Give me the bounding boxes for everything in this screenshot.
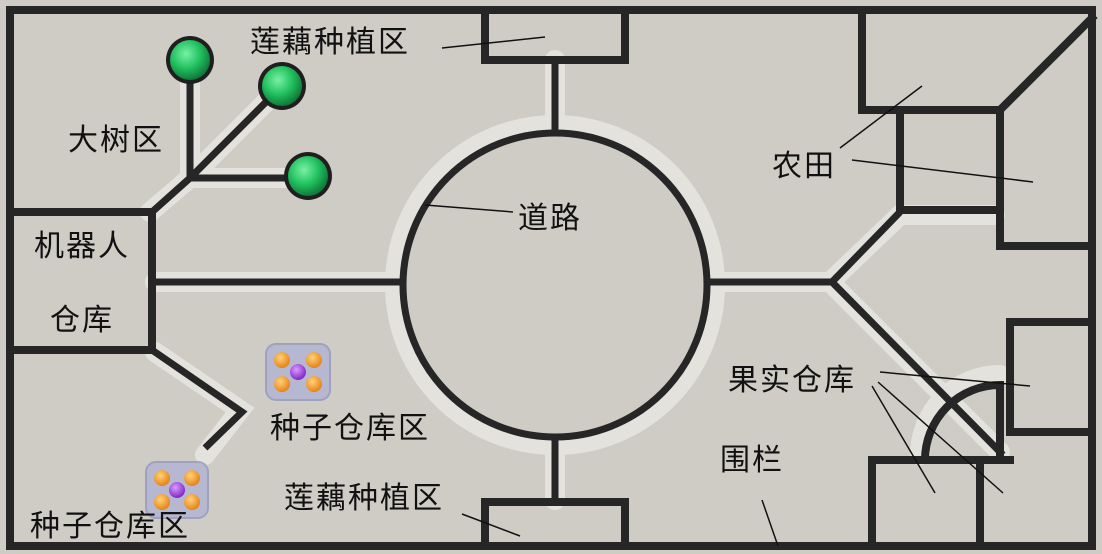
label-robot-line1: 机器人 (34, 229, 130, 264)
label-lotus-top: 莲藕种植区 (250, 25, 410, 60)
roads (149, 60, 1006, 502)
outer-fence (6, 6, 1096, 550)
trees (166, 36, 332, 200)
seed-crate-icon (145, 461, 209, 519)
label-fence: 围栏 (720, 443, 784, 478)
label-lotus-bottom: 莲藕种植区 (284, 481, 444, 516)
label-big-tree: 大树区 (68, 123, 164, 158)
seed-crate-icon (265, 343, 331, 401)
label-robot-line2: 仓库 (50, 303, 114, 338)
label-seed-warehouse-1: 种子仓库区 (270, 411, 430, 446)
label-farmland: 农田 (772, 149, 836, 184)
tree-icon (284, 152, 332, 200)
label-fruit-warehouse: 果实仓库 (728, 363, 856, 398)
leader-lines (424, 36, 1034, 547)
farmland-enclosure (858, 6, 1098, 250)
tree-icon (166, 36, 214, 84)
label-road: 道路 (518, 201, 582, 236)
tree-icon (258, 62, 306, 110)
label-seed-warehouse-2: 种子仓库区 (30, 509, 190, 544)
